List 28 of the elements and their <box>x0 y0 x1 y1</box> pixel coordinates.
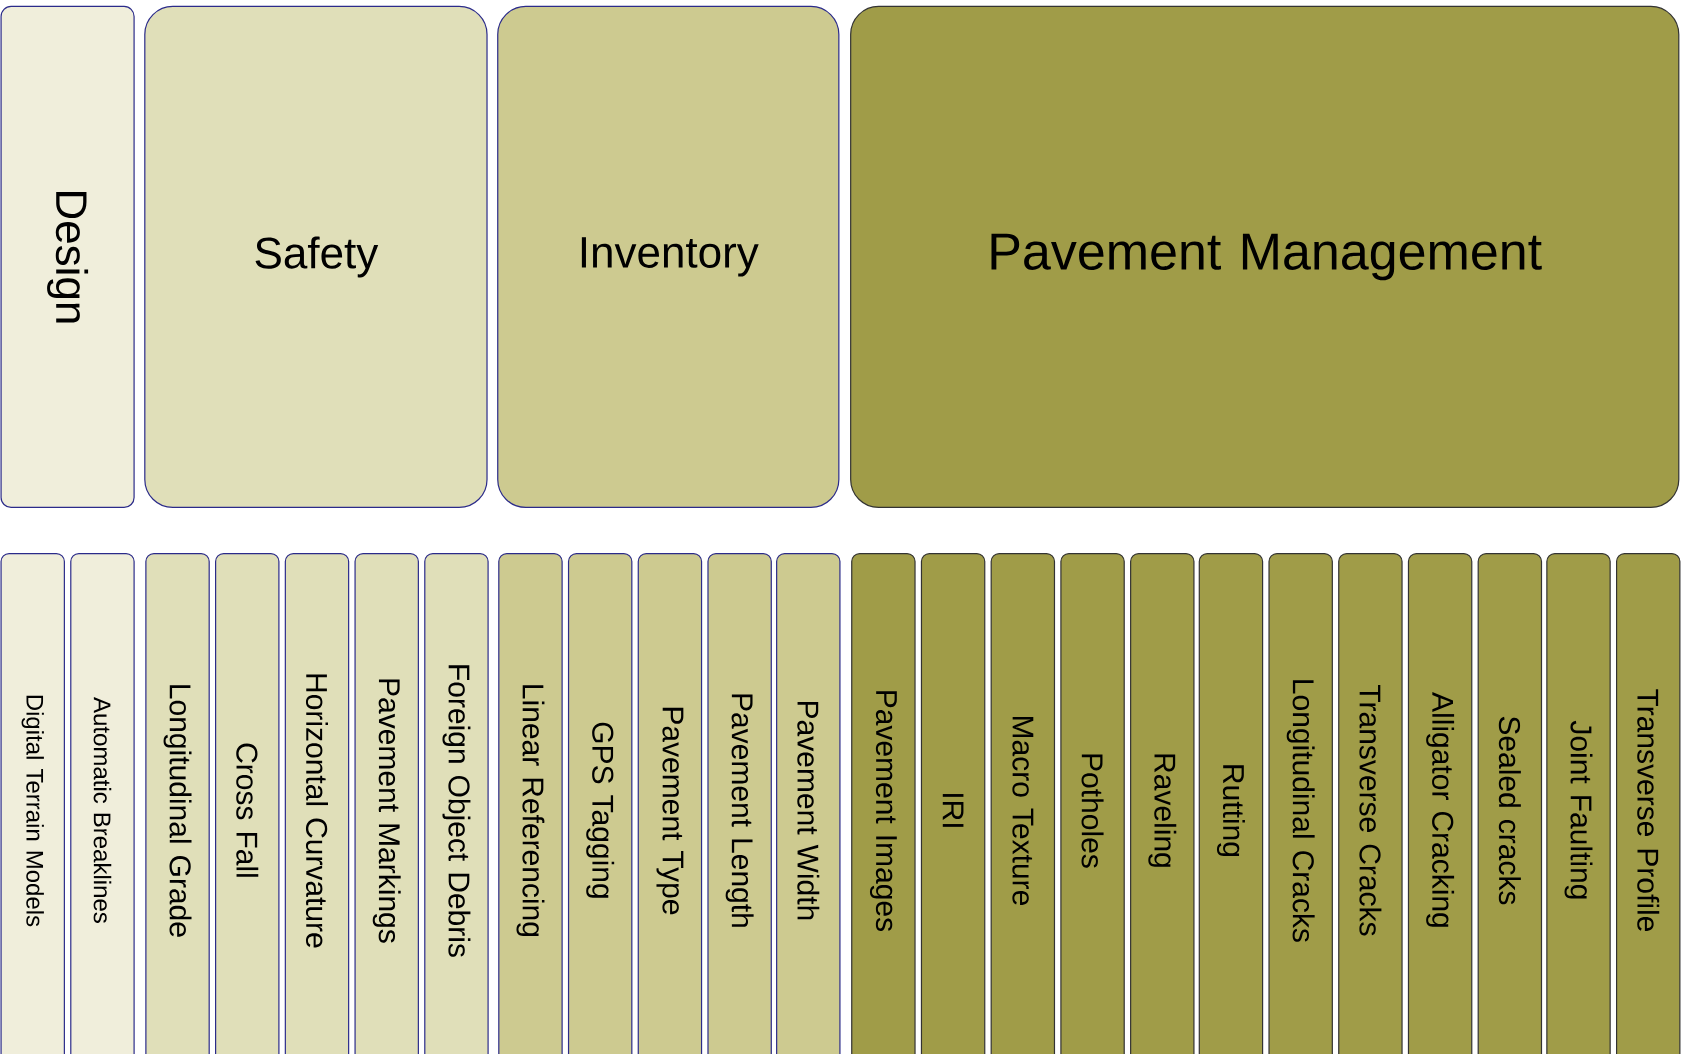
attribute-box: Foreign Object Debris <box>424 552 489 1054</box>
category-box: Inventory <box>497 5 840 508</box>
attribute-box: Horizontal Curvature <box>284 552 350 1054</box>
attribute-box: Transverse Profile <box>1616 552 1681 1054</box>
category-box: Design <box>0 5 135 508</box>
attribute-box: Automatic Breaklines <box>70 552 135 1054</box>
attribute-box: Pavement Type <box>637 552 703 1054</box>
attribute-box: Longitudinal Cracks <box>1268 552 1333 1054</box>
attribute-box: Pavement Markings <box>354 552 419 1054</box>
attribute-box: Pavement Images <box>851 552 916 1054</box>
attribute-box: Pavement Length <box>707 552 772 1054</box>
attribute-box: Transverse Cracks <box>1338 552 1403 1054</box>
attribute-box: Macro Texture <box>990 552 1056 1054</box>
attribute-box: Linear Referencing <box>498 552 563 1054</box>
attribute-box: Rutting <box>1198 552 1264 1054</box>
attribute-box: Longitudinal Grade <box>145 552 210 1054</box>
attribute-box: Sealed cracks <box>1477 552 1543 1054</box>
attribute-box: GPS Tagging <box>567 552 633 1054</box>
attribute-box: Potholes <box>1060 552 1125 1054</box>
attribute-box: IRI <box>920 552 986 1054</box>
attribute-box: Pavement Width <box>776 552 841 1054</box>
attribute-box: Joint Faulting <box>1546 552 1611 1054</box>
attribute-box: Digital Terrain Models <box>0 552 65 1054</box>
category-box: Pavement Management <box>850 5 1680 508</box>
attribute-box: Raveling <box>1130 552 1195 1054</box>
attribute-box: Alligator Cracking <box>1407 552 1473 1054</box>
category-box: Safety <box>144 5 488 508</box>
attribute-box: Cross Fall <box>215 552 280 1054</box>
